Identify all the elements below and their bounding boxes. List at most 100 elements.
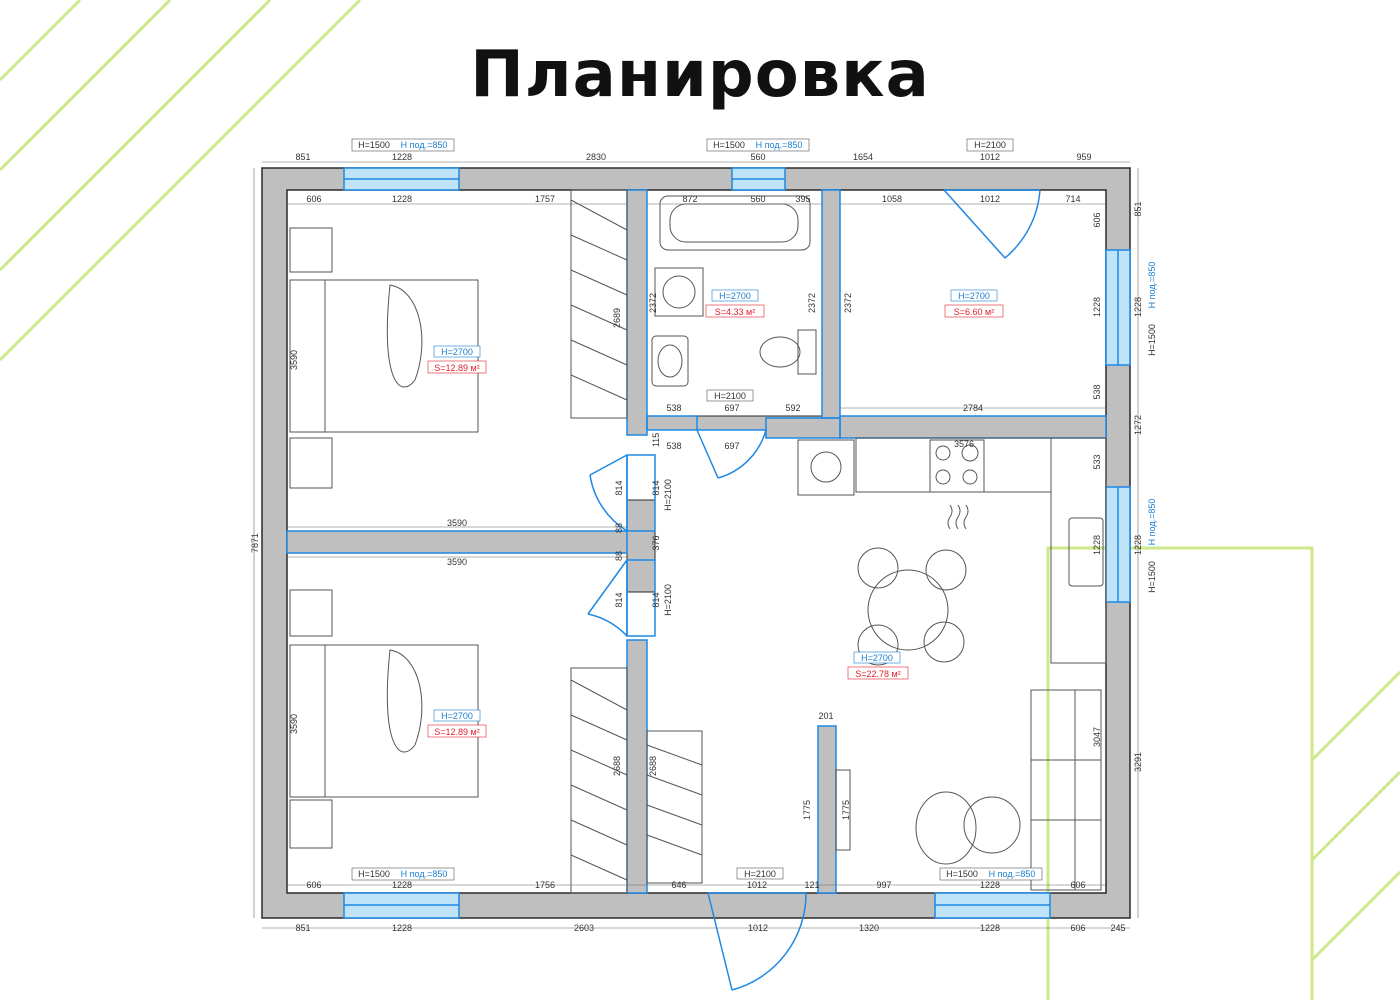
dim: 2372 <box>648 293 658 313</box>
dim: 376 <box>651 535 661 550</box>
dim: 697 <box>724 441 739 451</box>
washer <box>654 267 704 317</box>
kitchen-height: H=2700 <box>861 653 893 663</box>
kitchen-area: S=22.78 м² <box>855 669 900 679</box>
bedroom1-height: H=2700 <box>441 347 473 357</box>
nightstand <box>289 799 333 849</box>
win-bottom-left-sill: H под.=850 <box>401 869 448 879</box>
room-right-area: S=6.60 м² <box>954 307 994 317</box>
dim: 1228 <box>1092 297 1102 317</box>
dim: 3047 <box>1092 727 1102 747</box>
dim: 3291 <box>1133 752 1143 772</box>
dim: 1272 <box>1133 415 1143 435</box>
dim: 959 <box>1076 152 1091 162</box>
dim: 606 <box>306 194 321 204</box>
dim: 714 <box>1065 194 1080 204</box>
dim: 1228 <box>392 880 412 890</box>
dim: 1012 <box>748 923 768 933</box>
ottoman <box>915 791 977 865</box>
dim: 2372 <box>843 293 853 313</box>
dim: 560 <box>750 194 765 204</box>
win-right-upper-h: H=1500 <box>1147 324 1157 356</box>
wardrobe <box>646 730 703 884</box>
dim: 1058 <box>882 194 902 204</box>
dim: 814 <box>651 480 661 495</box>
dim: 1228 <box>980 880 1000 890</box>
dim: 538 <box>666 441 681 451</box>
dim: 1228 <box>392 194 412 204</box>
bedroom2-height: H=2700 <box>441 711 473 721</box>
dim: 2372 <box>807 293 817 313</box>
nightstand <box>289 589 333 637</box>
dim: 88 <box>614 551 624 561</box>
opening-labels: H=1500 H под.=850 H=1500 H под.=850 H=21… <box>351 138 1157 881</box>
door-top-right-h: H=2100 <box>974 140 1006 150</box>
windows <box>343 167 1131 919</box>
bathtub <box>659 195 811 251</box>
chair <box>923 621 965 663</box>
dim: 872 <box>682 194 697 204</box>
door-entry-h: H=2100 <box>744 869 776 879</box>
room-right-height: H=2700 <box>958 291 990 301</box>
door-bed2-h: H=2100 <box>663 584 673 616</box>
win-top-left-sill: H под.=850 <box>401 140 448 150</box>
dim: 245 <box>1110 923 1125 933</box>
ottoman <box>963 796 1021 854</box>
dim: 88 <box>614 523 624 533</box>
dim: 2603 <box>574 923 594 933</box>
dim: 3590 <box>289 350 299 370</box>
dim: 115 <box>651 433 661 447</box>
dim: 121 <box>804 880 819 890</box>
dim: 7871 <box>250 533 260 553</box>
dim: 3590 <box>447 557 467 567</box>
win-bottom-left-h: H=1500 <box>358 869 390 879</box>
dim: 1228 <box>1133 535 1143 555</box>
page-title: Планировка <box>470 38 930 112</box>
wall-shelf <box>835 769 851 851</box>
win-right-upper-sill: H под.=850 <box>1147 262 1157 309</box>
door-bath-h: H=2100 <box>714 391 746 401</box>
dim: 3590 <box>447 518 467 528</box>
win-top-mid-h: H=1500 <box>713 140 745 150</box>
dim: 395 <box>795 194 810 204</box>
dim: 606 <box>1070 880 1085 890</box>
dim: 1757 <box>535 194 555 204</box>
dim: 606 <box>1070 923 1085 933</box>
dim: 1228 <box>1092 535 1102 555</box>
chair <box>857 624 899 666</box>
dim: 1012 <box>980 152 1000 162</box>
dim: 697 <box>724 403 739 413</box>
dim: 1228 <box>392 152 412 162</box>
dim: 2784 <box>963 403 983 413</box>
dim: 560 <box>750 152 765 162</box>
dim: 814 <box>614 480 624 495</box>
sink <box>651 335 689 387</box>
dim: 2688 <box>612 756 622 776</box>
door-bath <box>696 429 767 479</box>
dim: 851 <box>295 923 310 933</box>
dim: 1228 <box>980 923 1000 933</box>
win-bottom-right-sill: H под.=850 <box>989 869 1036 879</box>
fridge <box>797 439 855 496</box>
door-bed1-h: H=2100 <box>663 479 673 511</box>
dim: 3590 <box>289 714 299 734</box>
dim: 2689 <box>612 308 622 328</box>
win-top-mid-sill: H под.=850 <box>756 140 803 150</box>
dim: 201 <box>818 711 833 721</box>
nightstand <box>289 227 333 273</box>
door-top-right <box>943 189 1041 259</box>
win-top-left-h: H=1500 <box>358 140 390 150</box>
kitchen-sink <box>1068 517 1104 587</box>
dim: 1654 <box>853 152 873 162</box>
counter-right <box>1050 437 1107 664</box>
wardrobe <box>570 667 628 894</box>
dim: 1775 <box>841 800 851 820</box>
nightstand <box>289 437 333 489</box>
dimension-lines <box>253 161 1139 929</box>
wardrobe <box>570 189 628 419</box>
win-bottom-right-h: H=1500 <box>946 869 978 879</box>
dim: 2830 <box>586 152 606 162</box>
dim: 1775 <box>802 800 812 820</box>
